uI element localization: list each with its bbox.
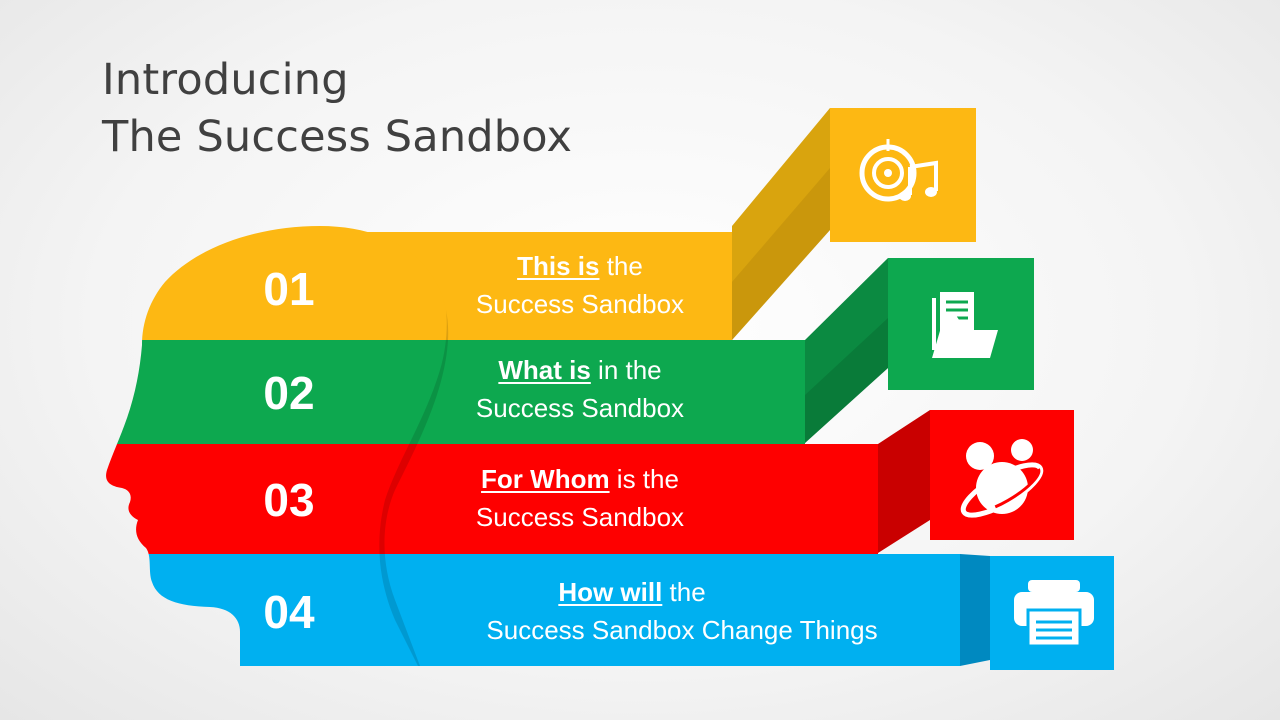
- title-line-1: Introducing: [102, 55, 349, 105]
- step-label-03-line2: Success Sandbox: [475, 502, 685, 532]
- step-label-04-rest: the: [662, 577, 706, 607]
- people-globe-icon: [960, 439, 1044, 518]
- step-label-01-rest: the: [599, 251, 643, 281]
- music-disc-icon: [859, 139, 938, 202]
- step-label-01: This is the Success Sandbox: [420, 247, 740, 323]
- title-line-2: The Success Sandbox: [102, 112, 573, 162]
- step-number-04: 04: [263, 586, 315, 638]
- step-label-04-line1: How will the: [302, 573, 962, 611]
- step-label-02-rest: in the: [590, 355, 662, 385]
- band-red-strip: [320, 444, 878, 554]
- band-blue-strip: [320, 554, 960, 666]
- step-label-03-rest: is the: [609, 464, 679, 494]
- step-label-03-emphasis: For Whom: [481, 464, 610, 494]
- step-label-02: What is in the Success Sandbox: [420, 351, 740, 427]
- step-number-01: 01: [263, 263, 315, 315]
- step-label-02-line1: What is in the: [420, 351, 740, 389]
- band-green-riser-shade: [805, 318, 888, 443]
- step-number-03: 03: [263, 474, 315, 526]
- step-label-04: How will the Success Sandbox Change Thin…: [402, 573, 962, 649]
- slide-title: Introducing The Success Sandbox: [102, 52, 572, 166]
- head-band-green: [106, 340, 449, 444]
- step-label-01-emphasis: This is: [517, 251, 600, 281]
- printer-icon: [1014, 580, 1094, 648]
- band-yellow-riser: [732, 108, 830, 340]
- step-label-03: For Whom is the Success Sandbox: [420, 460, 740, 536]
- step-label-01-line1: This is the: [420, 247, 740, 285]
- step-label-02-line2: Success Sandbox: [475, 393, 685, 423]
- band-red-riser: [878, 410, 930, 553]
- band-yellow-riser-shade: [732, 168, 830, 340]
- step-label-02-emphasis: What is: [498, 355, 591, 385]
- step-label-04-line2: Success Sandbox Change Things: [486, 615, 878, 645]
- band-red: [320, 410, 1074, 554]
- step-label-04-emphasis: How will: [558, 577, 663, 607]
- step-number-02: 02: [263, 367, 315, 419]
- step-label-03-line1: For Whom is the: [420, 460, 740, 498]
- folder-documents-icon: [932, 292, 998, 358]
- band-blue: [320, 554, 1114, 670]
- band-blue-fold: [960, 554, 990, 666]
- step-label-01-line2: Success Sandbox: [475, 289, 685, 319]
